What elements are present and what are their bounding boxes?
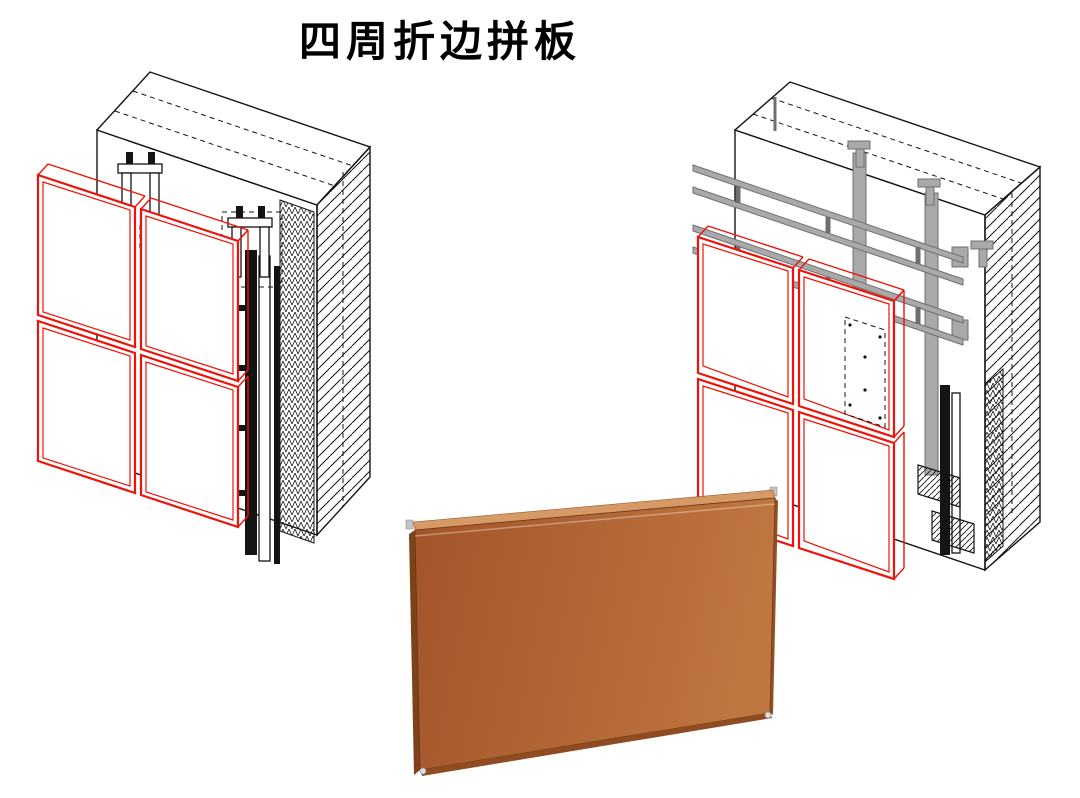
- corner-rivet: [419, 767, 427, 775]
- bolt: [239, 305, 245, 311]
- corner-tab: [405, 519, 414, 530]
- panel-fold-line: [237, 375, 249, 528]
- cladding-panel: [36, 319, 137, 495]
- furring-strip: [274, 266, 280, 564]
- panel-fold-line: [237, 229, 249, 382]
- stiffener-plate-dashed: [844, 316, 886, 428]
- furring-channel: [951, 392, 961, 554]
- bolt: [239, 365, 245, 371]
- anchor-bolt: [236, 206, 243, 220]
- angle-bracket: [847, 140, 871, 168]
- anchor-bolt: [148, 152, 155, 166]
- furring-channel: [940, 385, 950, 555]
- rail: [692, 186, 964, 286]
- cladding-panel-grid: [36, 163, 249, 529]
- weld-dot: [848, 403, 852, 407]
- panel-fold-line: [893, 431, 905, 580]
- cladding-panel-grid: [696, 225, 905, 581]
- top-face-seam: [752, 113, 1004, 200]
- bolt: [239, 425, 245, 431]
- weld-dot: [878, 416, 882, 420]
- extrusion-section: [917, 464, 961, 508]
- bolt: [239, 490, 245, 496]
- cladding-panel: [139, 353, 249, 529]
- stiffener-plate: [844, 316, 886, 428]
- copper-panel-figure: [405, 486, 778, 776]
- folded-edge-panel: [405, 486, 778, 776]
- insulation-layer: [984, 367, 1004, 564]
- angle-bracket: [970, 240, 994, 268]
- panel-right-fold: [770, 498, 778, 715]
- cladding-panel: [797, 410, 905, 581]
- anchor-bolt: [126, 152, 133, 166]
- cladding-panel: [139, 197, 249, 383]
- page-title: 四周折边拼板: [298, 17, 581, 66]
- top-face-seam: [770, 97, 1022, 184]
- rail: [692, 164, 964, 264]
- panel-fold-line: [37, 163, 146, 208]
- panel-fold-line: [697, 225, 804, 269]
- corner-rivet: [764, 711, 772, 719]
- panel-left-fold: [409, 530, 420, 775]
- cladding-panel: [797, 258, 905, 439]
- weld-dot: [863, 355, 867, 359]
- anchor-bolt: [258, 206, 265, 220]
- panel-bottom-fold: [420, 713, 772, 776]
- furring-channel: [258, 255, 271, 562]
- insulation-band: [279, 199, 315, 544]
- insulation-band: [984, 367, 1004, 564]
- panel-highlight: [414, 503, 776, 537]
- top-face-seam: [114, 110, 336, 187]
- right-assembly-figure: [692, 81, 1042, 581]
- extrusion-section: [931, 510, 975, 554]
- top-face-seam: [132, 90, 354, 167]
- bracket-top-bar: [117, 163, 163, 174]
- angle-bracket: [917, 178, 941, 206]
- extrusion-sections: [917, 385, 975, 555]
- weld-dot: [878, 335, 882, 339]
- cladding-panel: [696, 225, 804, 406]
- left-assembly-figure: [36, 71, 372, 564]
- furring-channel: [245, 250, 257, 555]
- cladding-panel: [36, 163, 146, 349]
- panel-face: [414, 497, 776, 771]
- panel-fold-line: [893, 289, 905, 438]
- bracket-top-bar: [227, 217, 273, 228]
- weld-dot: [848, 323, 852, 327]
- weld-dot: [863, 388, 867, 392]
- wall-cut-face-hatch: [316, 145, 371, 537]
- insulation-layer: [279, 199, 315, 544]
- bracket-leg: [259, 226, 270, 278]
